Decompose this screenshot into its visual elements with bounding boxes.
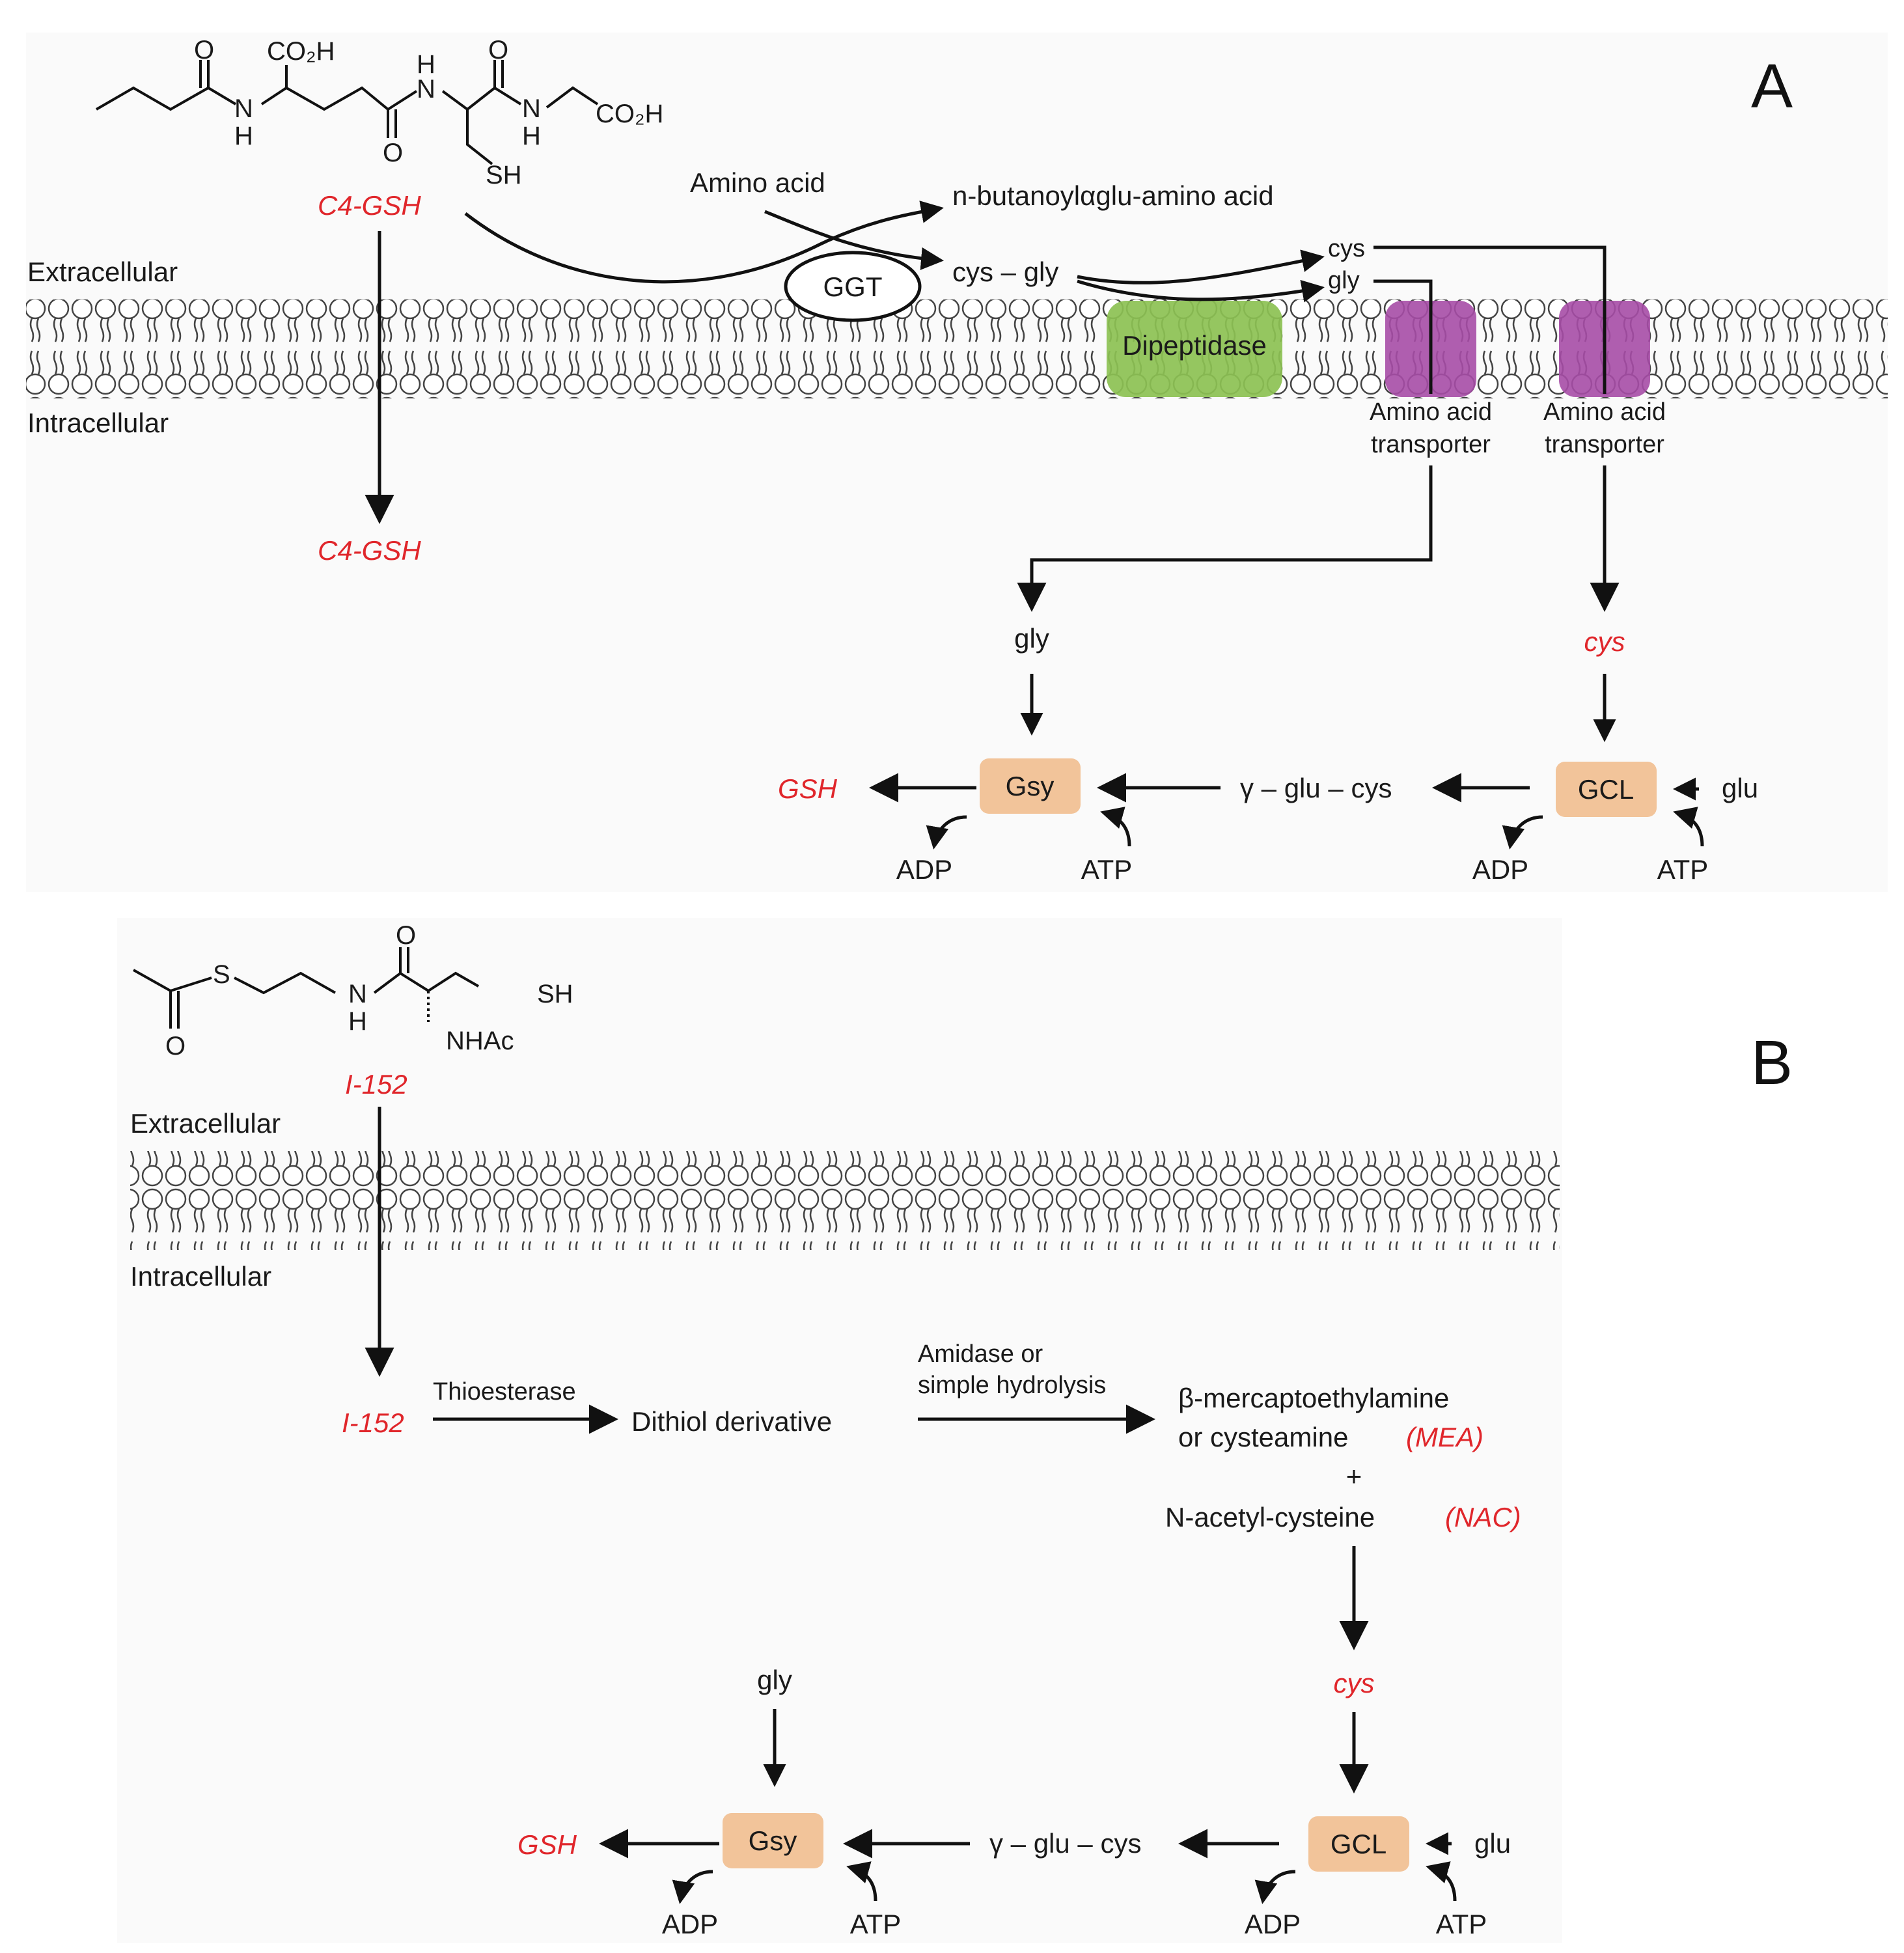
nac-label: N-acetyl-cysteine	[1165, 1502, 1375, 1532]
cys-label-a: cys	[1584, 626, 1625, 657]
gsy-label-b: Gsy	[749, 1825, 797, 1856]
dipeptidase-label: Dipeptidase	[1122, 330, 1267, 361]
c4-gsh-nh-1-h: H	[234, 122, 253, 150]
gsy-enzyme-b	[723, 1813, 823, 1868]
cys-extracellular-label: cys	[1328, 235, 1365, 262]
c4-gsh-nh-1-n: N	[234, 94, 253, 123]
c4-gsh-o2: O	[383, 139, 403, 167]
c4-gsh-o3: O	[488, 36, 508, 64]
amino-acid-label: Amino acid	[690, 167, 825, 198]
gly-label-a: gly	[1014, 623, 1049, 654]
i-152-o: O	[165, 1032, 186, 1060]
c4-gsh-sh: SH	[486, 161, 522, 189]
glu-label-a: glu	[1722, 773, 1758, 803]
panel-a-background	[26, 33, 1888, 892]
i-152-o2: O	[396, 921, 416, 950]
mea-abbreviation: (MEA)	[1406, 1422, 1483, 1452]
c4-gsh-nh-2-h: H	[417, 50, 435, 79]
gamma-glu-cys-label-a: γ – glu – cys	[1240, 773, 1392, 803]
c4-gsh-o1: O	[194, 36, 214, 64]
i-152-nh-h: H	[348, 1007, 367, 1036]
atp-label-a2: ATP	[1657, 854, 1709, 885]
extracellular-label-a: Extracellular	[27, 256, 178, 287]
amidase-label-line1: Amidase or	[918, 1340, 1043, 1368]
c4-gsh-co2h-1: CO₂H	[267, 37, 335, 66]
i-152-nh-n: N	[348, 980, 367, 1008]
transporter-2-label-line1: Amino acid	[1543, 398, 1666, 426]
thioesterase-label: Thioesterase	[433, 1378, 576, 1406]
intracellular-label-a: Intracellular	[27, 408, 169, 438]
gcl-enzyme-a	[1556, 762, 1657, 817]
atp-label-b2: ATP	[1436, 1909, 1487, 1939]
c4-gsh-structure	[95, 60, 599, 165]
c4-gsh-nh-2-n: N	[417, 75, 435, 104]
cys-label-b: cys	[1334, 1668, 1375, 1698]
ggt-enzyme-outline	[784, 251, 922, 322]
dipeptidase-protein	[1107, 301, 1282, 397]
amidase-label-line2: simple hydrolysis	[918, 1372, 1106, 1399]
adp-label-a2: ADP	[1472, 854, 1528, 885]
c4-gsh-intracellular-label: C4-GSH	[318, 535, 421, 566]
c4-gsh-co2h-2: CO₂H	[596, 100, 663, 128]
atp-label-a1: ATP	[1081, 854, 1133, 885]
c4-gsh-nh-3-n: N	[522, 94, 541, 123]
panel-b-background	[117, 918, 1562, 1943]
dithiol-derivative-label: Dithiol derivative	[631, 1406, 832, 1437]
c4-gsh-label: C4-GSH	[318, 190, 421, 221]
atp-label-b1: ATP	[850, 1909, 902, 1939]
i-152-s: S	[213, 960, 230, 989]
transporter-2-label-line2: transporter	[1545, 431, 1664, 458]
cys-gly-label: cys – gly	[952, 256, 1058, 287]
plus-sign: +	[1346, 1461, 1362, 1491]
i-152-intracellular-label: I-152	[342, 1407, 404, 1438]
i-152-sh: SH	[537, 980, 573, 1008]
mea-label-line1: β-mercaptoethylamine	[1178, 1383, 1449, 1413]
i-152-nhac: NHAc	[446, 1027, 514, 1055]
gsh-label-b: GSH	[517, 1829, 577, 1860]
nac-abbreviation: (NAC)	[1445, 1502, 1521, 1532]
gsy-enzyme-a	[980, 758, 1081, 814]
intracellular-label-b: Intracellular	[130, 1261, 271, 1292]
gsy-label-a: Gsy	[1006, 771, 1055, 801]
extracellular-label-b: Extracellular	[130, 1108, 281, 1139]
panel-a-letter: A	[1751, 51, 1793, 121]
gly-label-b: gly	[757, 1665, 792, 1695]
c4-gsh-nh-3-h: H	[522, 122, 541, 150]
adp-label-b1: ADP	[662, 1909, 718, 1939]
glu-label-b: glu	[1474, 1828, 1511, 1859]
i-152-structure	[133, 947, 479, 1029]
gcl-enzyme-b	[1308, 1816, 1409, 1872]
gcl-label-a: GCL	[1578, 774, 1634, 805]
ggt-label: GGT	[823, 271, 883, 302]
transporter-1-label-line2: transporter	[1371, 431, 1491, 458]
gcl-label-b: GCL	[1331, 1829, 1387, 1859]
n-butanoyl-product-label: n-butanoylαglu-amino acid	[952, 180, 1274, 211]
transporter-1-label-line1: Amino acid	[1370, 398, 1492, 426]
panel-b-arrows	[365, 1107, 1457, 1904]
membrane-b	[130, 1151, 1560, 1250]
mea-label-line2: or cysteamine	[1178, 1422, 1348, 1452]
i-152-label: I-152	[345, 1069, 407, 1100]
gly-extracellular-label: gly	[1328, 267, 1360, 294]
panel-b-letter: B	[1751, 1028, 1793, 1098]
gsh-label-a: GSH	[778, 773, 838, 804]
gamma-glu-cys-label-b: γ – glu – cys	[989, 1828, 1141, 1859]
adp-label-a1: ADP	[896, 854, 952, 885]
panel-a-arrows	[365, 201, 1704, 850]
adp-label-b2: ADP	[1245, 1909, 1301, 1939]
